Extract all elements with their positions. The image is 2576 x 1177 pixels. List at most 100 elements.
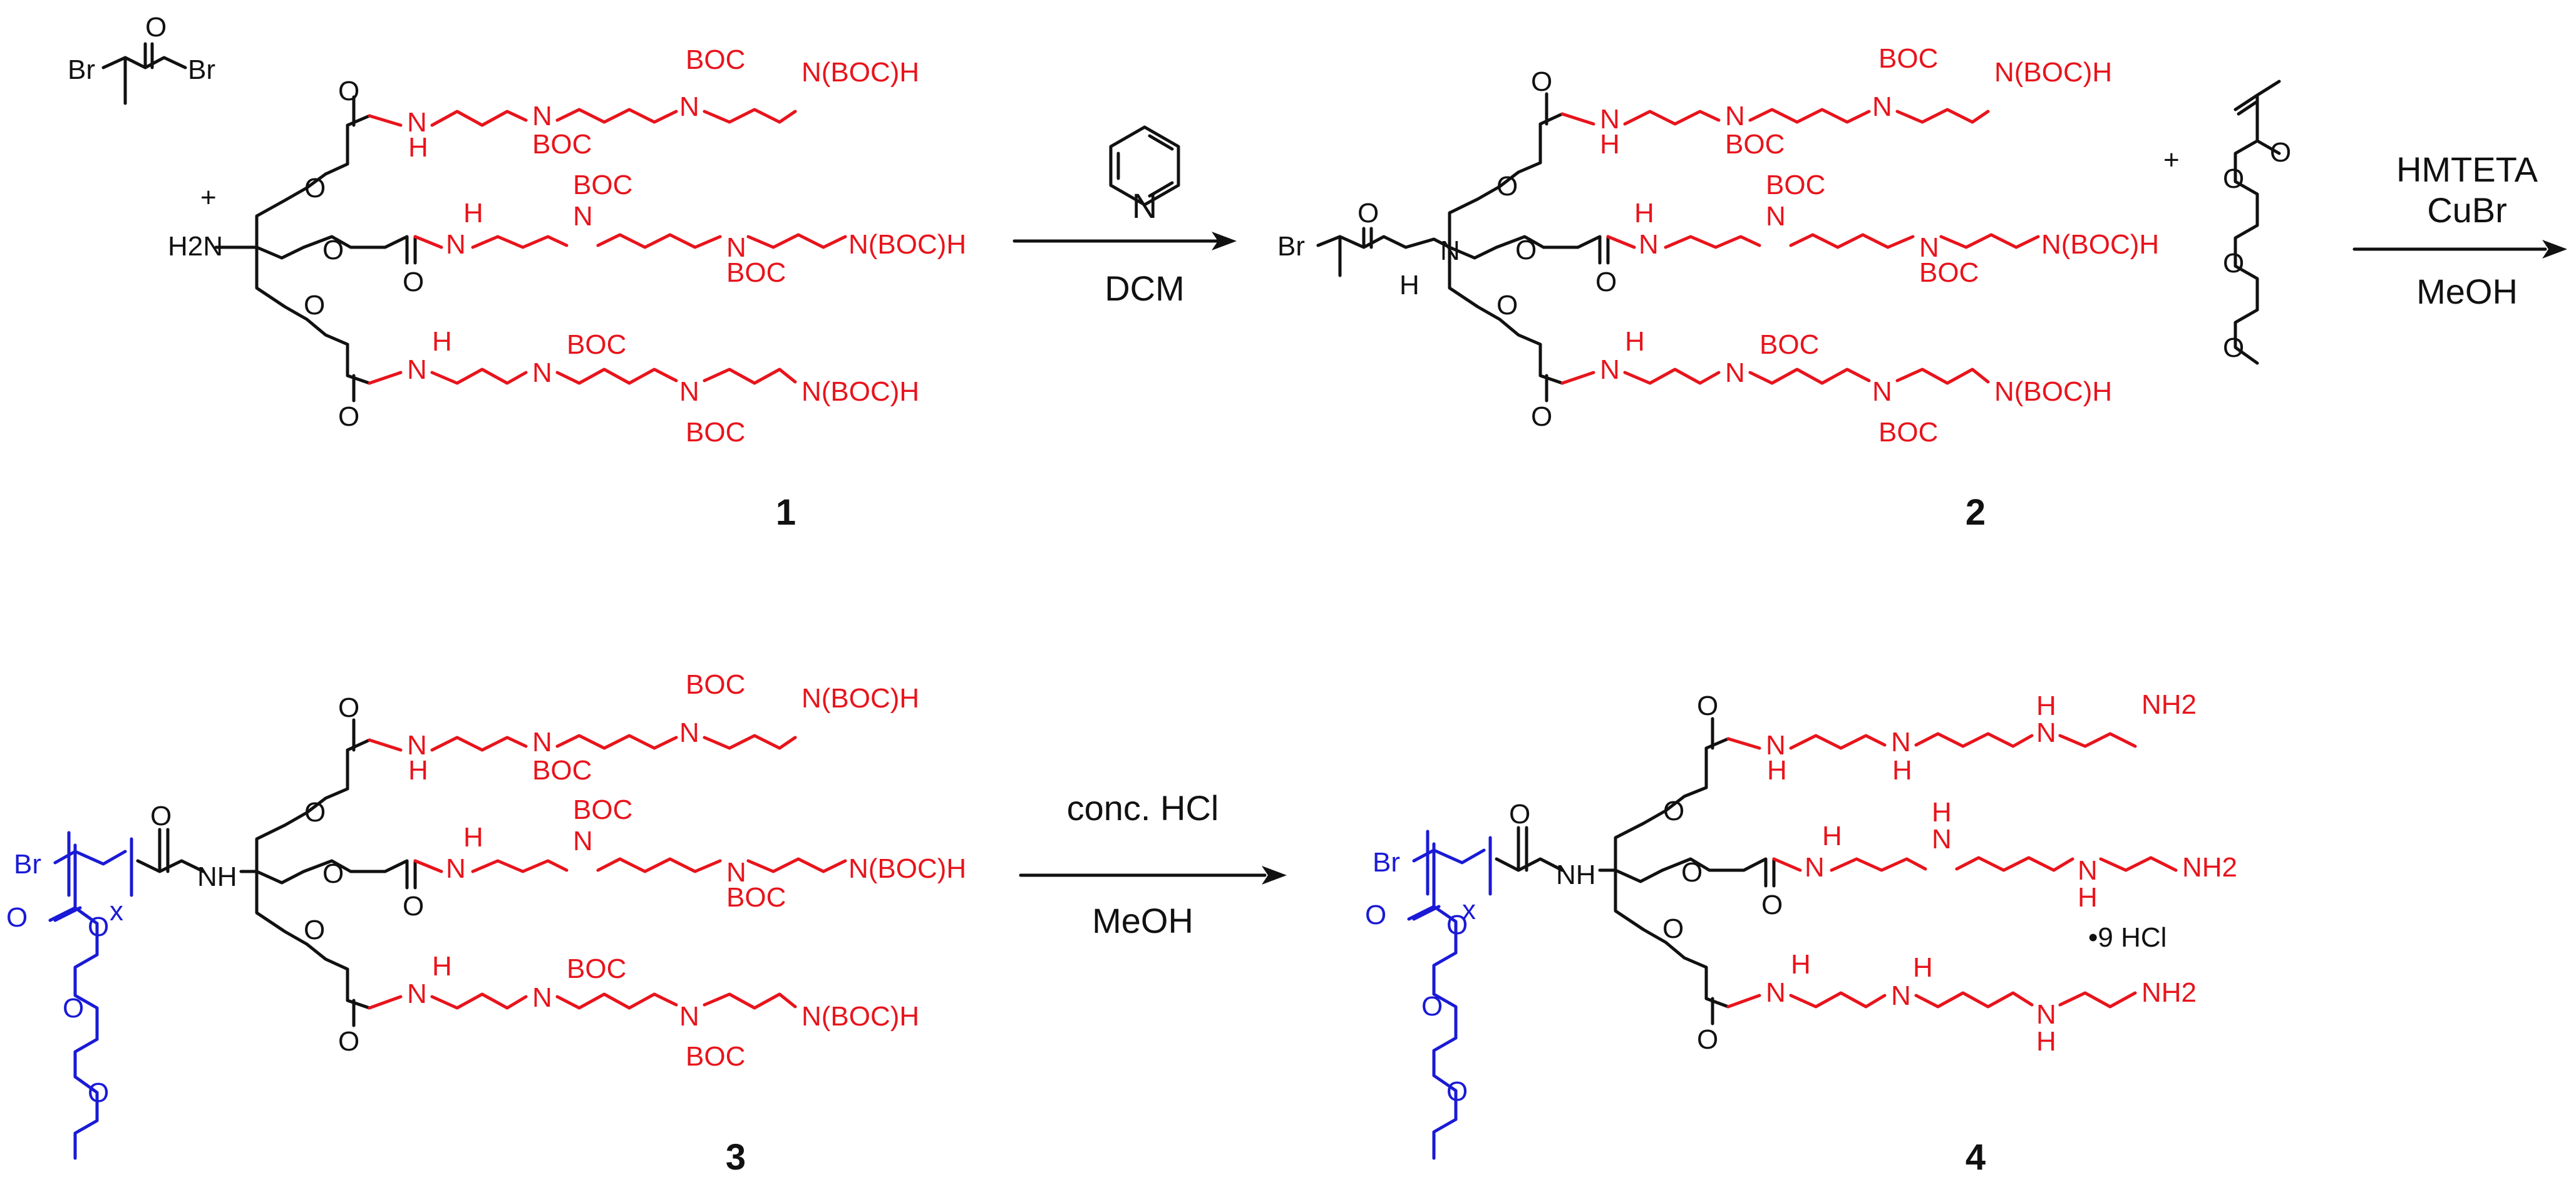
- atom-n: N: [1766, 977, 1786, 1008]
- atom-h: H: [1822, 821, 1842, 851]
- atom-n: N: [532, 101, 552, 131]
- atom-h: H: [1767, 755, 1787, 786]
- atom-br: Br: [14, 849, 41, 880]
- atom-h: H: [1892, 755, 1912, 786]
- reaction-arrow-step2: HMTETA CuBr MeOH: [2352, 150, 2567, 311]
- atom-n: N: [573, 826, 593, 856]
- boc-group: BOC: [1759, 329, 1819, 360]
- atom-n: N: [407, 354, 427, 385]
- atom-h: H: [1913, 952, 1933, 983]
- atom-o: O: [1697, 1024, 1718, 1055]
- atom-o: O: [1531, 66, 1552, 97]
- amine-terminus: NH2: [2141, 977, 2197, 1008]
- atom-o: O: [304, 290, 325, 321]
- atom-o: O: [1761, 890, 1783, 920]
- polyamine-arm: N H N H N H NH2: [1772, 797, 2237, 913]
- atom-o: O: [304, 915, 325, 945]
- atom-n: N: [726, 232, 746, 263]
- atom-n: N: [726, 857, 746, 888]
- compound-label-1: 1: [776, 492, 796, 533]
- atom-h: H: [1399, 270, 1419, 301]
- atom-o: O: [1697, 691, 1718, 721]
- atom-o: O: [338, 76, 359, 106]
- atom-n: N: [1919, 232, 1939, 263]
- boc-group: BOC: [686, 669, 745, 700]
- solvent-dcm: DCM: [1105, 269, 1185, 308]
- boc-amine: N(BOC)H: [848, 853, 966, 884]
- acyl-bromide-reagent: Br Br O: [68, 12, 215, 105]
- atom-o: O: [1681, 857, 1703, 888]
- plus-sign: +: [2163, 145, 2180, 175]
- amine-terminus: NH2: [2141, 689, 2197, 720]
- polyamine-arm: N H N BOC N BOC N(BOC)H: [1606, 170, 2159, 288]
- monomer-methacrylate: O O O O: [2223, 80, 2291, 365]
- atom-o: O: [403, 267, 424, 297]
- compound-3-structure: Br O x O O O O NH O O O O O O N H N BOC …: [6, 669, 966, 1160]
- atom-o: O: [1663, 796, 1684, 826]
- atom-o: O: [1509, 799, 1530, 830]
- ligand-hmteta: HMTETA: [2396, 150, 2538, 189]
- boc-amine: N(BOC)H: [848, 229, 966, 260]
- atom-n: N: [1805, 852, 1825, 883]
- atom-o: O: [1365, 900, 1386, 930]
- atom-o: O: [2270, 137, 2291, 168]
- atom-o: O: [1446, 1076, 1468, 1107]
- boc-group: BOC: [726, 882, 786, 913]
- atom-h2n: H2N: [168, 231, 223, 262]
- atom-n: N: [1766, 201, 1786, 232]
- atom-br: Br: [1277, 231, 1305, 262]
- atom-n: N: [446, 229, 466, 260]
- plus-sign: +: [200, 182, 217, 213]
- atom-h: H: [432, 951, 452, 982]
- compound-label-2: 2: [1965, 492, 1986, 533]
- atom-n: N: [532, 982, 552, 1013]
- boc-amine: N(BOC)H: [801, 57, 919, 88]
- atom-o: O: [322, 858, 344, 889]
- boc-amine: N(BOC)H: [1994, 376, 2112, 407]
- atom-o: O: [1531, 401, 1552, 432]
- atom-o: O: [150, 801, 172, 831]
- atom-o: O: [88, 912, 109, 942]
- atom-h: H: [2036, 691, 2056, 721]
- atom-n: N: [1766, 730, 1786, 761]
- boc-group: BOC: [1878, 43, 1938, 74]
- boc-group: BOC: [726, 257, 786, 288]
- atom-o: O: [2223, 163, 2244, 194]
- atom-o: O: [338, 401, 359, 432]
- compound-4-structure: Br O x O O O O NH O O O O O O N H N H N …: [1365, 689, 2237, 1160]
- reagent-conc-hcl: conc. HCl: [1067, 788, 1219, 828]
- boc-group: BOC: [686, 1041, 745, 1072]
- compound-2-structure: Br O N H O O O O O O N H N BOC N BOC N(B…: [1277, 43, 2159, 448]
- atom-h: H: [463, 822, 483, 853]
- boc-group: BOC: [532, 129, 592, 160]
- atom-n: N: [407, 979, 427, 1009]
- atom-n: N: [679, 1001, 699, 1032]
- polyamine-arm: N H N BOC N BOC N(BOC)H: [368, 326, 919, 448]
- polyamine-arm: N H N BOC N BOC N(BOC)H: [413, 170, 966, 288]
- atom-h: H: [463, 198, 483, 229]
- atom-h: H: [1932, 797, 1952, 828]
- atom-br: Br: [68, 54, 95, 85]
- repeat-index: x: [1462, 895, 1476, 925]
- atom-n: N: [532, 727, 552, 758]
- atom-nh: NH: [197, 861, 237, 892]
- repeat-index: x: [110, 896, 123, 927]
- atom-n: N: [2036, 717, 2056, 748]
- atom-h: H: [1625, 326, 1645, 357]
- atom-o: O: [403, 891, 424, 922]
- atom-n: N: [2036, 999, 2056, 1030]
- boc-group: BOC: [532, 755, 592, 786]
- polyamine-arm: N H N H N H NH2: [1726, 689, 2197, 786]
- atom-h: H: [1634, 198, 1654, 229]
- atom-n: N: [407, 730, 427, 761]
- atom-n: N: [407, 107, 427, 138]
- atom-n: N: [1872, 376, 1892, 407]
- atom-n: N: [679, 91, 699, 122]
- atom-n: N: [1132, 186, 1157, 225]
- solvent-meoh: MeOH: [1092, 901, 1193, 940]
- atom-o: O: [2223, 332, 2244, 363]
- atom-o: O: [6, 902, 28, 933]
- atom-n: N: [2078, 855, 2098, 886]
- atom-n: N: [1600, 354, 1620, 385]
